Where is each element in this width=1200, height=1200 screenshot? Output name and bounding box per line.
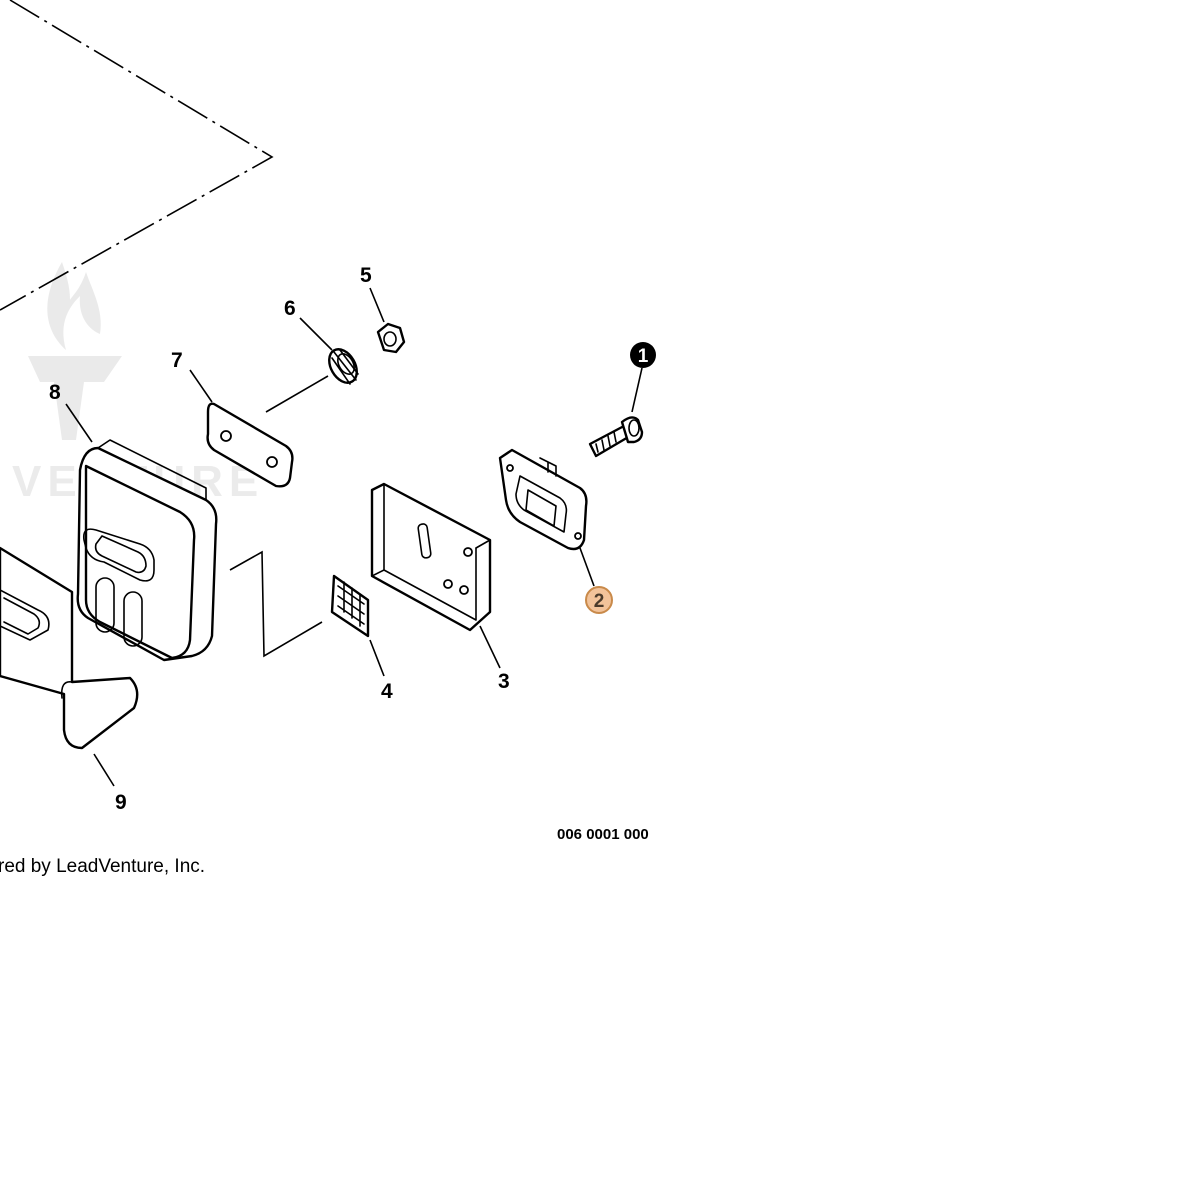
assembly-line-plate-washer [265, 375, 329, 413]
part-7-plate [206, 402, 294, 488]
part-5-nut [376, 322, 406, 354]
leader-4 [369, 639, 385, 677]
callout-7[interactable]: 7 [171, 349, 183, 372]
callout-2[interactable]: 2 [585, 586, 613, 614]
callout-8[interactable]: 8 [49, 381, 61, 404]
part-9-shield [0, 546, 139, 750]
assembly-line-muffler-screen [229, 550, 323, 658]
credit-text: red by LeadVenture, Inc. [0, 856, 206, 877]
callout-1-label: 1 [638, 346, 649, 367]
housing-outline [0, 0, 274, 311]
leader-2 [579, 547, 595, 587]
callout-2-label: 2 [594, 591, 605, 612]
leader-5 [369, 287, 385, 323]
diagram-code: 006 0001 000 [557, 826, 649, 843]
callout-5[interactable]: 5 [360, 264, 372, 287]
leader-8 [65, 403, 93, 443]
callout-9[interactable]: 9 [115, 791, 127, 814]
part-8-muffler [76, 439, 218, 662]
leader-9 [93, 753, 115, 787]
callout-4[interactable]: 4 [381, 680, 393, 703]
part-6-washer [328, 348, 359, 385]
leader-7 [189, 369, 213, 403]
leader-6 [299, 317, 333, 351]
part-4-screen [330, 574, 370, 638]
callout-6[interactable]: 6 [284, 297, 296, 320]
part-2-gasket [498, 448, 588, 551]
leader-1 [631, 367, 643, 413]
callout-1[interactable]: 1 [630, 342, 656, 368]
part-3-baffle [370, 482, 492, 632]
part-1-screw [588, 416, 644, 458]
callout-3[interactable]: 3 [498, 670, 510, 693]
leader-3 [479, 625, 501, 669]
